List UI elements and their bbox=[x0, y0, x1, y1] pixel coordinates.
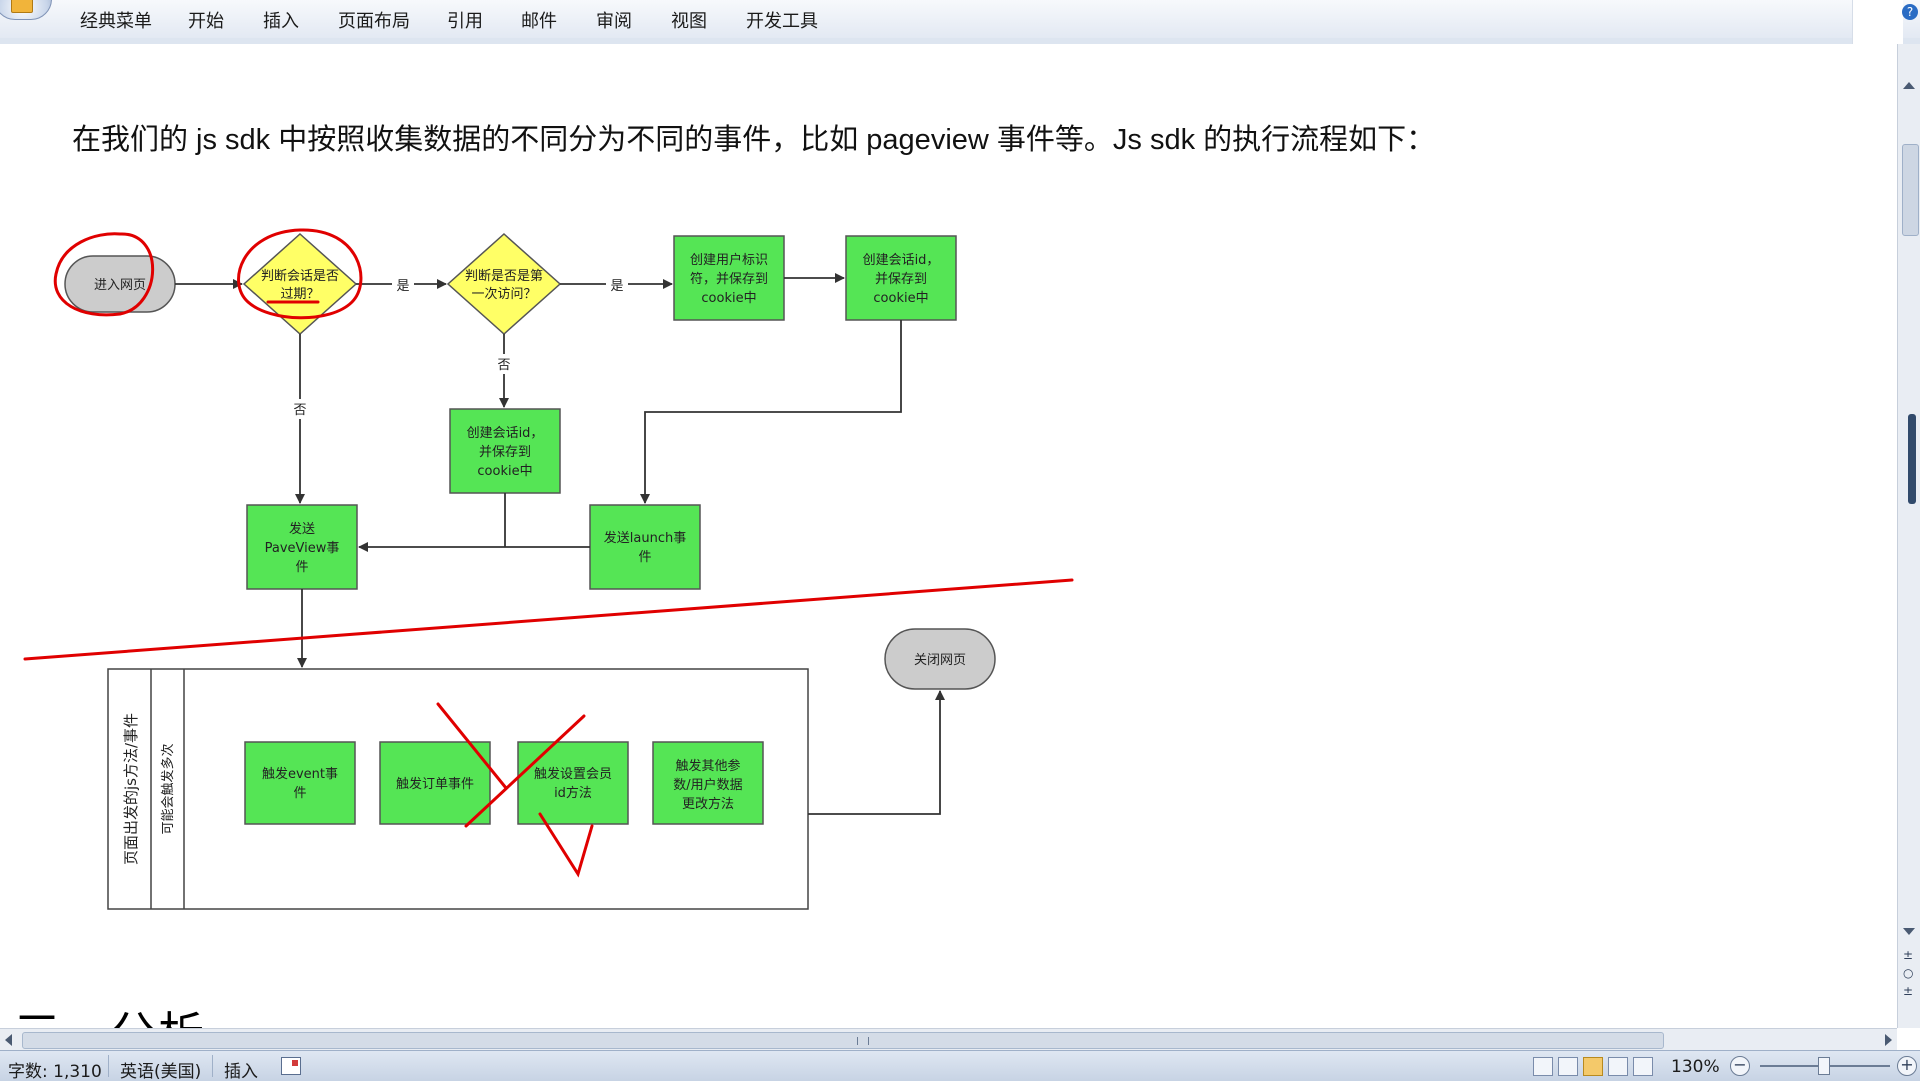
create-session-mid-line1: 创建会话id， bbox=[467, 426, 544, 441]
tab-review[interactable]: 审阅 bbox=[596, 11, 632, 32]
decision-first-line2: 一次访问？ bbox=[471, 286, 536, 302]
create-session-mid-line3: cookie中 bbox=[477, 464, 532, 479]
zoom-slider-knob[interactable] bbox=[1818, 1057, 1830, 1075]
tab-view[interactable]: 视图 bbox=[671, 11, 707, 32]
horizontal-scroll-thumb[interactable] bbox=[22, 1032, 1664, 1049]
zoom-out-icon[interactable]: − bbox=[1730, 1056, 1750, 1076]
create-session-top-box bbox=[845, 235, 957, 321]
decision-expired-line2: 过期？ bbox=[280, 287, 319, 302]
edge-lane-to-close bbox=[808, 690, 945, 815]
document-page: 在我们的 js sdk 中按照收集数据的不同分为不同的事件，比如 pagevie… bbox=[0, 44, 1895, 1061]
trigger-event-box bbox=[244, 741, 356, 825]
trigger-member-line1: 触发设置会员 bbox=[534, 766, 612, 782]
start-label: 进入网页 bbox=[94, 278, 146, 293]
send-launch-line2: 件 bbox=[638, 550, 651, 565]
decision-first-line1: 判断是否是第 bbox=[465, 269, 543, 284]
annotation-circle-expired bbox=[237, 228, 363, 320]
scroll-left-arrow-icon[interactable] bbox=[5, 1034, 12, 1046]
send-pageview-line3: 件 bbox=[295, 560, 308, 575]
ribbon-menu-bar: 经典菜单 开始 插入 页面布局 引用 邮件 审阅 视图 开发工具 bbox=[0, 0, 1920, 39]
flowchart: 进入网页 判断会话是否 过期？ 判断是否是第 一次访问？ 创建用户标识 符，并保… bbox=[23, 228, 1074, 910]
create-session-top-line1: 创建会话id， bbox=[863, 253, 940, 268]
close-page-terminal bbox=[884, 628, 996, 690]
language-indicator[interactable]: 英语(美国) bbox=[120, 1062, 202, 1082]
vertical-scrollbar[interactable]: ± ○ ± bbox=[1897, 44, 1920, 1028]
annotation-circle-start bbox=[53, 232, 155, 317]
create-session-mid-line2: 并保存到 bbox=[479, 445, 531, 460]
label-no-1: 否 bbox=[293, 403, 306, 418]
prev-page-icon[interactable]: ± bbox=[1903, 948, 1914, 962]
web-layout-view-icon[interactable] bbox=[1583, 1057, 1603, 1076]
tab-page-layout[interactable]: 页面布局 bbox=[338, 11, 410, 32]
intro-paragraph: 在我们的 js sdk 中按照收集数据的不同分为不同的事件，比如 pagevie… bbox=[72, 124, 1436, 156]
status-separator bbox=[212, 1055, 213, 1077]
status-bar: 字数: 1,310 英语(美国) 插入 130% − + bbox=[0, 1050, 1920, 1082]
tab-developer[interactable]: 开发工具 bbox=[746, 11, 818, 32]
tab-mailings[interactable]: 邮件 bbox=[521, 11, 557, 32]
trigger-order-box bbox=[379, 741, 491, 825]
status-separator bbox=[108, 1055, 109, 1077]
draft-view-icon[interactable] bbox=[1633, 1057, 1653, 1076]
zoom-level[interactable]: 130% bbox=[1671, 1057, 1720, 1077]
trigger-other-line2: 数/用户数据 bbox=[673, 777, 742, 793]
tab-references[interactable]: 引用 bbox=[447, 11, 483, 32]
decision-expired-line1: 判断会话是否 bbox=[261, 269, 339, 284]
trigger-order-label: 触发订单事件 bbox=[396, 776, 474, 792]
create-user-id-line1: 创建用户标识 bbox=[690, 252, 768, 268]
create-user-id-line2: 符，并保存到 bbox=[690, 271, 768, 287]
word-count[interactable]: 字数: 1,310 bbox=[8, 1062, 102, 1082]
help-icon[interactable]: ? bbox=[1902, 4, 1918, 20]
trigger-other-box bbox=[652, 741, 764, 825]
tab-home[interactable]: 开始 bbox=[188, 11, 224, 32]
swimlane-title: 页面出发的js方法/事件 bbox=[122, 713, 140, 865]
side-panel-tab[interactable] bbox=[1908, 414, 1916, 504]
swimlane-subtitle: 可能会触发多次 bbox=[160, 743, 176, 834]
macro-record-icon[interactable] bbox=[281, 1057, 301, 1075]
annotation-divider-line bbox=[23, 578, 1074, 661]
vertical-scroll-thumb[interactable] bbox=[1902, 144, 1919, 236]
ribbon-separator bbox=[0, 38, 1920, 44]
trigger-other-line1: 触发其他参 bbox=[675, 758, 740, 774]
zoom-in-icon[interactable]: + bbox=[1897, 1056, 1917, 1076]
outline-view-icon[interactable] bbox=[1608, 1057, 1628, 1076]
trigger-event-line1: 触发event事 bbox=[262, 766, 338, 782]
browse-object-icon[interactable]: ○ bbox=[1903, 966, 1914, 980]
create-user-id-box bbox=[673, 235, 785, 321]
create-session-top-line2: 并保存到 bbox=[875, 272, 927, 287]
trigger-event-line2: 件 bbox=[293, 786, 306, 801]
office-button[interactable] bbox=[0, 0, 52, 20]
print-layout-view-icon[interactable] bbox=[1533, 1057, 1553, 1076]
label-yes-2: 是 bbox=[610, 279, 623, 294]
full-screen-reading-view-icon[interactable] bbox=[1558, 1057, 1578, 1076]
scroll-grip-icon bbox=[857, 1037, 869, 1045]
create-session-mid-box bbox=[449, 408, 561, 494]
next-page-icon[interactable]: ± bbox=[1903, 984, 1914, 998]
scroll-up-arrow-icon[interactable] bbox=[1903, 82, 1915, 89]
annotation-cross-stroke-1 bbox=[436, 702, 508, 790]
send-pageview-line2: PaveView事 bbox=[265, 541, 340, 556]
trigger-member-line2: id方法 bbox=[554, 785, 592, 801]
insert-mode[interactable]: 插入 bbox=[224, 1062, 258, 1082]
annotation-check-mark bbox=[538, 812, 594, 878]
label-no-2: 否 bbox=[497, 358, 510, 373]
scroll-down-arrow-icon[interactable] bbox=[1903, 928, 1915, 935]
annotation-cross-stroke-2 bbox=[464, 714, 586, 828]
trigger-member-box bbox=[517, 741, 629, 825]
scroll-right-arrow-icon[interactable] bbox=[1885, 1034, 1892, 1046]
send-launch-line1: 发送launch事 bbox=[604, 530, 686, 546]
office-logo-icon bbox=[11, 0, 33, 13]
send-pageview-line1: 发送 bbox=[289, 521, 315, 537]
label-yes-1: 是 bbox=[396, 279, 409, 294]
horizontal-scrollbar[interactable] bbox=[0, 1028, 1897, 1051]
tab-insert[interactable]: 插入 bbox=[263, 11, 299, 32]
trigger-other-line3: 更改方法 bbox=[682, 796, 734, 812]
tab-classic-menu[interactable]: 经典菜单 bbox=[80, 11, 152, 32]
send-launch-box bbox=[589, 504, 701, 590]
edge-session-to-launch bbox=[640, 320, 902, 504]
close-page-label: 关闭网页 bbox=[914, 653, 966, 668]
create-session-top-line3: cookie中 bbox=[873, 291, 928, 306]
decision-first-visit bbox=[446, 232, 562, 336]
create-user-id-line3: cookie中 bbox=[701, 291, 756, 306]
send-pageview-box bbox=[246, 504, 358, 590]
